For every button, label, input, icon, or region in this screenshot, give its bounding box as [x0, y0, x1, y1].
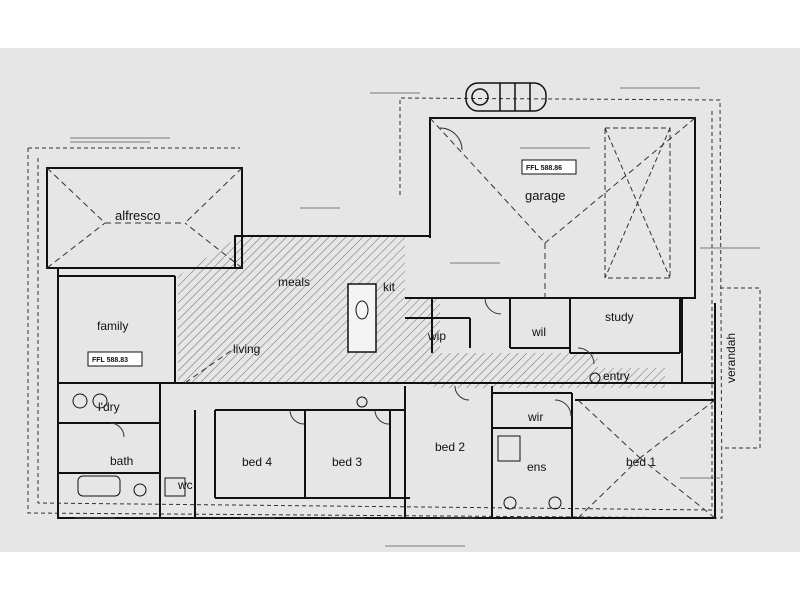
- kitchen-island: [347, 283, 377, 353]
- room-label-study: study: [605, 310, 634, 324]
- room-label-kit: kit: [383, 280, 396, 294]
- basin-icon: [133, 483, 147, 497]
- bathtub-icon: [77, 475, 121, 497]
- hot-water-icon: [356, 396, 368, 408]
- room-label-family: family: [97, 319, 128, 333]
- room-label-verandah: verandah: [724, 333, 738, 383]
- room-label-entry: entry: [603, 369, 630, 383]
- entry-marker-icon: [589, 372, 601, 384]
- room-label-ldry: l'dry: [98, 400, 120, 414]
- plan-sheet: alfresco garage meals kit family living …: [0, 48, 800, 552]
- room-label-bed3: bed 3: [332, 455, 362, 469]
- toilet-icon: [164, 477, 186, 497]
- room-label-living: living: [233, 342, 260, 356]
- floor-plan: alfresco garage meals kit family living …: [27, 82, 761, 547]
- bath-fixtures: [72, 372, 601, 510]
- room-label-bed4: bed 4: [242, 455, 272, 469]
- water-tank-icon: [465, 82, 547, 112]
- ffl-label-family: FFL 588.83: [92, 357, 128, 364]
- room-label-wil: wil: [531, 325, 546, 339]
- ffl-label-garage: FFL 588.86: [526, 165, 562, 172]
- door-swings: [109, 127, 595, 438]
- ffl-box-family: FFL 588.83: [87, 351, 143, 367]
- annotation-marks: [70, 87, 760, 547]
- room-label-wip: wip: [427, 329, 446, 343]
- room-label-ens: ens: [527, 460, 546, 474]
- sink-icon: [355, 300, 369, 320]
- room-label-meals: meals: [278, 275, 310, 289]
- boundary-lines: [27, 97, 761, 519]
- roof-diagonals: [46, 117, 716, 519]
- hatched-living-zone: [178, 236, 665, 388]
- room-label-wir: wir: [527, 410, 543, 424]
- room-label-alfresco: alfresco: [115, 208, 161, 223]
- garage-car-bay: [604, 127, 671, 279]
- room-label-bed2: bed 2: [435, 440, 465, 454]
- room-label-bath: bath: [110, 454, 133, 468]
- room-label-garage: garage: [525, 188, 565, 203]
- ffl-box-garage: FFL 588.86: [521, 159, 577, 175]
- room-label-wc: wc: [177, 478, 193, 492]
- room-label-bed1: bed 1: [626, 455, 656, 469]
